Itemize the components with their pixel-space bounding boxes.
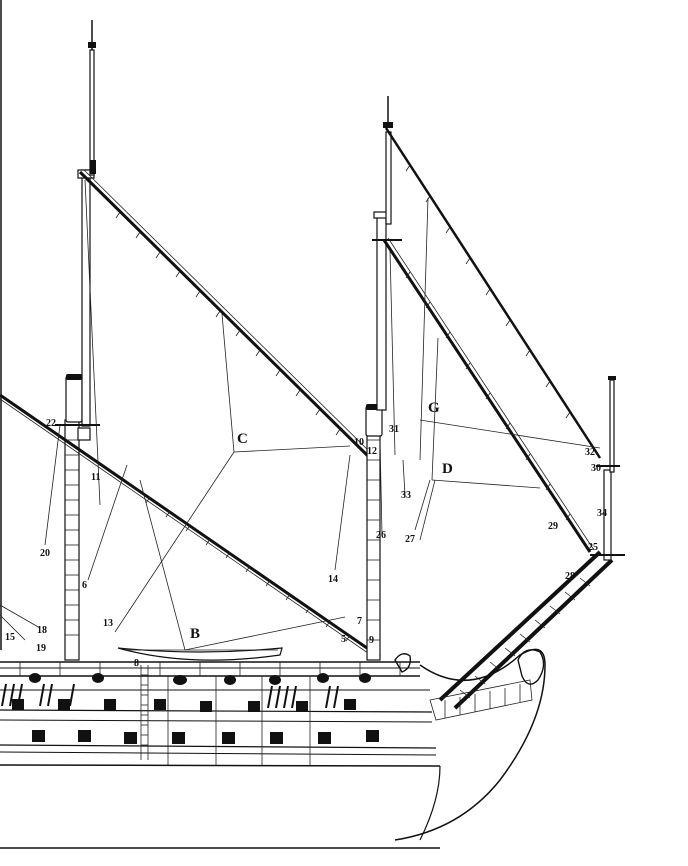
- main-mast: [55, 20, 100, 661]
- fore-upper-yard: [384, 127, 602, 459]
- side-ladder: [140, 665, 149, 760]
- label-8: 8: [134, 658, 139, 669]
- main-upper-yard: [78, 169, 375, 462]
- label-9: 9: [369, 635, 374, 646]
- label-32: 32: [585, 447, 595, 458]
- label-25: 25: [588, 542, 598, 553]
- sail-lines: [0, 179, 601, 651]
- label-28: 28: [565, 571, 575, 582]
- fore-mast: [365, 96, 402, 661]
- label-19: 19: [36, 643, 46, 654]
- bowsprit: [438, 376, 625, 710]
- label-7: 7: [357, 616, 362, 627]
- sail-label-g: G: [428, 400, 440, 416]
- sail-label-c: C: [237, 431, 248, 447]
- main-lateen-yard: [0, 393, 381, 661]
- label-13: 13: [103, 618, 113, 629]
- label-10: 10: [354, 437, 364, 448]
- label-20: 20: [40, 548, 50, 559]
- label-31: 31: [389, 424, 399, 435]
- label-26: 26: [376, 530, 386, 541]
- label-29: 29: [548, 521, 558, 532]
- label-6: 6: [82, 580, 87, 591]
- label-12: 12: [367, 446, 377, 457]
- label-27: 27: [405, 534, 415, 545]
- label-34: 34: [597, 508, 607, 519]
- rigging-labels: 22 11 20 6 13 18 15 19 8 14 10 12 7 5 9 …: [5, 400, 607, 669]
- label-5: 5: [341, 634, 346, 645]
- hull: [0, 647, 546, 849]
- label-14: 14: [328, 574, 338, 585]
- fore-lateen-yard: [382, 237, 595, 553]
- sail-label-d: D: [442, 461, 453, 477]
- sail-label-b: B: [190, 626, 200, 642]
- label-33: 33: [401, 490, 411, 501]
- label-30: 30: [591, 463, 601, 474]
- label-22: 22: [46, 418, 56, 429]
- label-18: 18: [37, 625, 47, 636]
- label-11: 11: [91, 472, 100, 483]
- label-15: 15: [5, 632, 15, 643]
